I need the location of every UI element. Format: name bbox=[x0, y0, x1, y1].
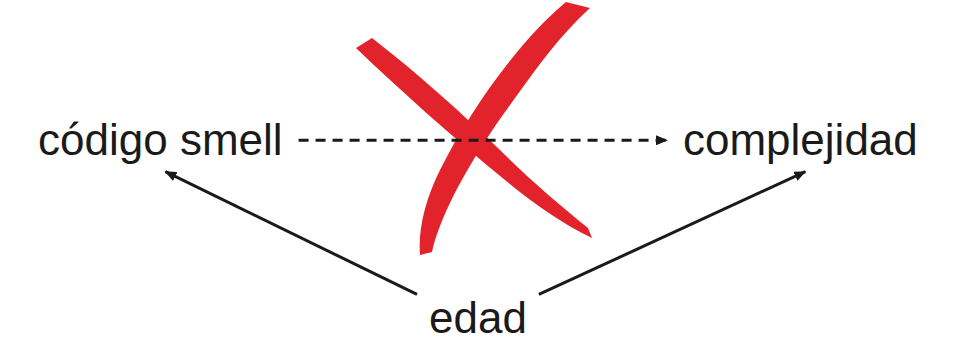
text-node: código smell bbox=[32, 113, 289, 168]
text-node: complejidad bbox=[677, 113, 924, 168]
dashed-arrow bbox=[299, 139, 667, 142]
solid-arrow bbox=[539, 172, 805, 295]
cross-stroke bbox=[356, 38, 592, 238]
node-label: complejidad bbox=[683, 115, 918, 166]
node-label: edad bbox=[429, 293, 527, 344]
solid-arrow bbox=[165, 172, 417, 295]
node-label: código smell bbox=[38, 115, 283, 166]
text-node: edad bbox=[423, 291, 533, 346]
